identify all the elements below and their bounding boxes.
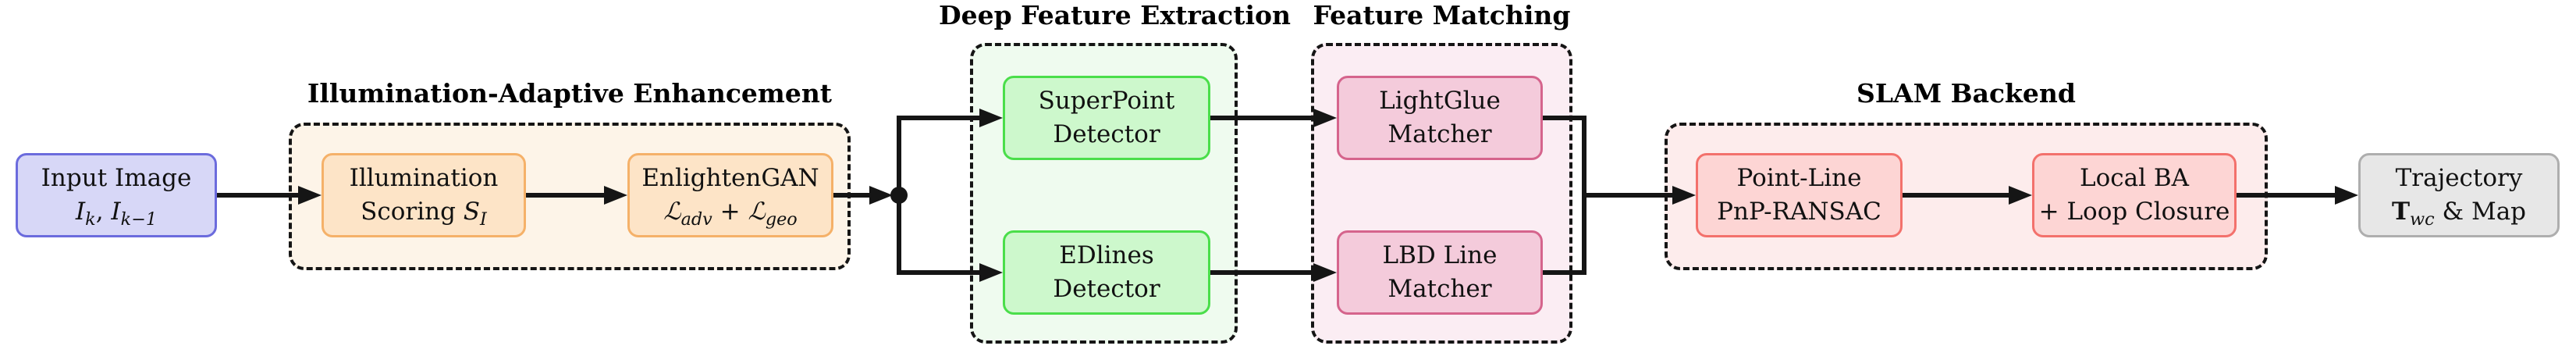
- arrowhead-scoring-to-enlightengan: [604, 186, 627, 205]
- math-loss-adv: ℒ: [663, 198, 681, 226]
- math-sub-i: I: [480, 209, 487, 230]
- arrow-line-branch-to-superpoint: [899, 116, 979, 120]
- arrowhead-input-to-scoring: [298, 186, 322, 205]
- arrow-line-branch-to-edlines: [899, 270, 979, 275]
- arrow-line-scoring-to-enlightengan: [526, 193, 604, 198]
- lbd-label-line1: LBD Line: [1382, 241, 1498, 269]
- math-var-t: T: [2391, 198, 2411, 226]
- arrow-line-merge-to-pnp: [1584, 193, 1672, 198]
- lightglue-matcher-node: LightGlue Matcher: [1337, 76, 1543, 160]
- pnp-label-line1: Point-Line: [1736, 164, 1862, 192]
- math-var-s: S: [463, 198, 481, 226]
- arrowhead-branch-to-edlines: [979, 263, 1003, 282]
- point-line-pnp-ransac-node: Point-Line PnP-RANSAC: [1696, 153, 1903, 237]
- enlightengan-label: EnlightenGAN: [641, 164, 819, 192]
- trajectory-map-output-node: Trajectory Twc & Map: [2358, 153, 2560, 237]
- lbd-label-line2: Matcher: [1387, 275, 1492, 303]
- enlightengan-node: EnlightenGAN ℒadv + ℒgeo: [627, 153, 833, 237]
- math-sub-geo: geo: [765, 209, 798, 230]
- arrowhead-merge-to-pnp: [1672, 186, 1696, 205]
- trajectory-map-suffix: & Map: [2434, 198, 2527, 226]
- superpoint-detector-node: SuperPoint Detector: [1003, 76, 1210, 160]
- local-ba-loop-closure-node: Local BA + Loop Closure: [2032, 153, 2237, 237]
- arrowhead-superpoint-to-lightglue: [1313, 109, 1337, 127]
- illumination-scoring-label-line1: Illumination: [349, 164, 499, 192]
- input-image-node: Input Image Ik, Ik−1: [16, 153, 217, 237]
- merge-line-lightglue: [1543, 116, 1586, 120]
- math-var-i1: I: [75, 198, 86, 226]
- edlines-detector-node: EDlines Detector: [1003, 230, 1210, 315]
- lbd-line-matcher-node: LBD Line Matcher: [1337, 230, 1543, 315]
- scoring-prefix: Scoring: [361, 198, 464, 226]
- math-sub-adv: adv: [680, 209, 712, 230]
- localba-label-line1: Local BA: [2079, 164, 2190, 192]
- math-plus: +: [712, 198, 748, 226]
- arrow-line-edlines-to-lbd: [1210, 270, 1313, 275]
- enhancement-group-title: Illumination-Adaptive Enhancement: [307, 78, 833, 109]
- math-sub-wc: wc: [2410, 209, 2435, 230]
- slam-backend-group-title: SLAM Backend: [1856, 78, 2076, 109]
- arrow-line-pnp-to-localba: [1903, 193, 2009, 198]
- arrow-line-superpoint-to-lightglue: [1210, 116, 1313, 120]
- trajectory-math: Twc & Map: [2392, 195, 2526, 229]
- math-separator: ,: [95, 198, 112, 226]
- merge-line-lbd: [1543, 270, 1586, 275]
- math-sub-k: k: [85, 209, 96, 230]
- arrowhead-enlightengan-to-branch: [869, 186, 893, 205]
- feature-extraction-group-title: Deep Feature Extraction: [939, 0, 1291, 30]
- arrow-line-input-to-scoring: [217, 193, 300, 198]
- feature-matching-group-title: Feature Matching: [1313, 0, 1571, 30]
- input-image-label: Input Image: [41, 164, 192, 192]
- arrowhead-localba-to-output: [2335, 186, 2358, 205]
- arrow-line-enlightengan-to-branch: [833, 193, 869, 198]
- superpoint-label-line2: Detector: [1053, 120, 1160, 148]
- arrowhead-edlines-to-lbd: [1313, 263, 1337, 282]
- edlines-label-line1: EDlines: [1059, 241, 1154, 269]
- localba-label-line2: + Loop Closure: [2038, 198, 2230, 226]
- arrowhead-pnp-to-localba: [2009, 186, 2032, 205]
- edlines-label-line2: Detector: [1053, 275, 1160, 303]
- lightglue-label-line2: Matcher: [1387, 120, 1492, 148]
- arrow-line-localba-to-output: [2237, 193, 2335, 198]
- math-var-i2: I: [111, 198, 121, 226]
- lightglue-label-line1: LightGlue: [1379, 87, 1501, 115]
- superpoint-label-line1: SuperPoint: [1038, 87, 1175, 115]
- illumination-scoring-label-line2: Scoring SI: [361, 195, 487, 229]
- input-image-math: Ik, Ik−1: [76, 195, 157, 229]
- math-sub-k-minus-1: k−1: [120, 209, 158, 230]
- pnp-label-line2: PnP-RANSAC: [1717, 198, 1881, 226]
- arrowhead-branch-to-superpoint: [979, 109, 1003, 127]
- enlightengan-loss-math: ℒadv + ℒgeo: [663, 195, 797, 229]
- math-loss-geo: ℒ: [748, 198, 766, 226]
- illumination-scoring-node: Illumination Scoring SI: [322, 153, 526, 237]
- branch-vertical-line: [897, 116, 901, 275]
- trajectory-label: Trajectory: [2395, 164, 2523, 192]
